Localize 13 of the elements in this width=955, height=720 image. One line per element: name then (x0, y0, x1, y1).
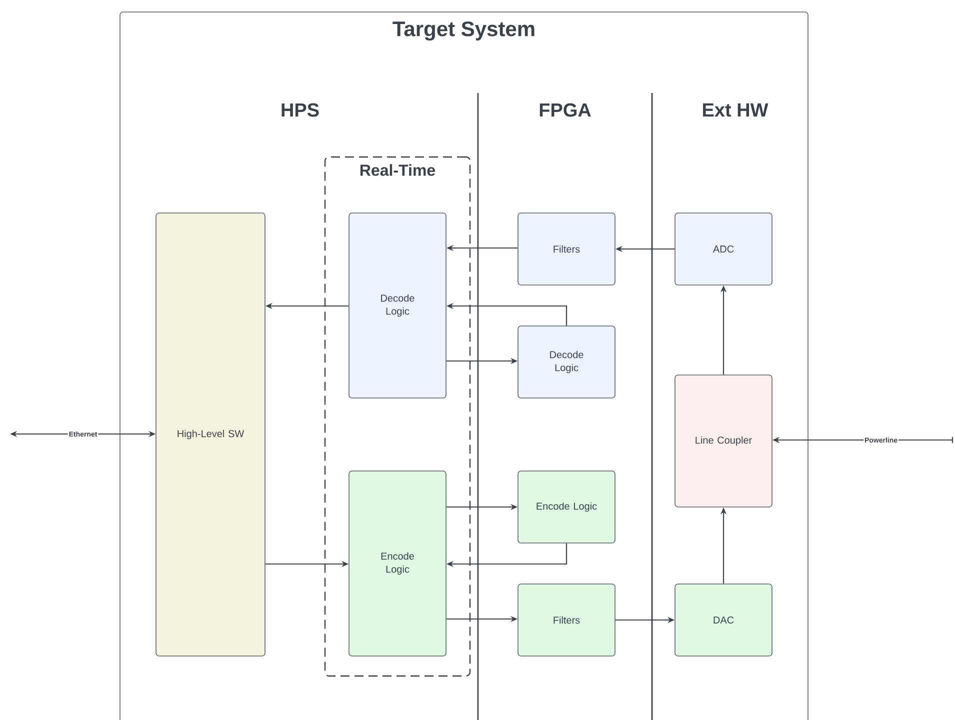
converter-box: ADC (674, 212, 772, 286)
filter-box: Filters (518, 584, 616, 656)
converter-box: DAC (674, 584, 772, 656)
column-heading: Ext HW (703, 103, 768, 117)
column-heading: HPS (282, 103, 319, 117)
logic-box: Encode Logic (518, 470, 616, 544)
filter-box: Filters (518, 212, 616, 286)
logic-box: Encode Logic (348, 470, 446, 656)
coupler-box: Line Coupler (674, 374, 772, 508)
column-heading: FPGA (540, 103, 591, 117)
logic-box: Decode Logic (518, 326, 616, 398)
software-box: High-Level SW (156, 212, 266, 656)
logic-box: Decode Logic (348, 212, 446, 398)
